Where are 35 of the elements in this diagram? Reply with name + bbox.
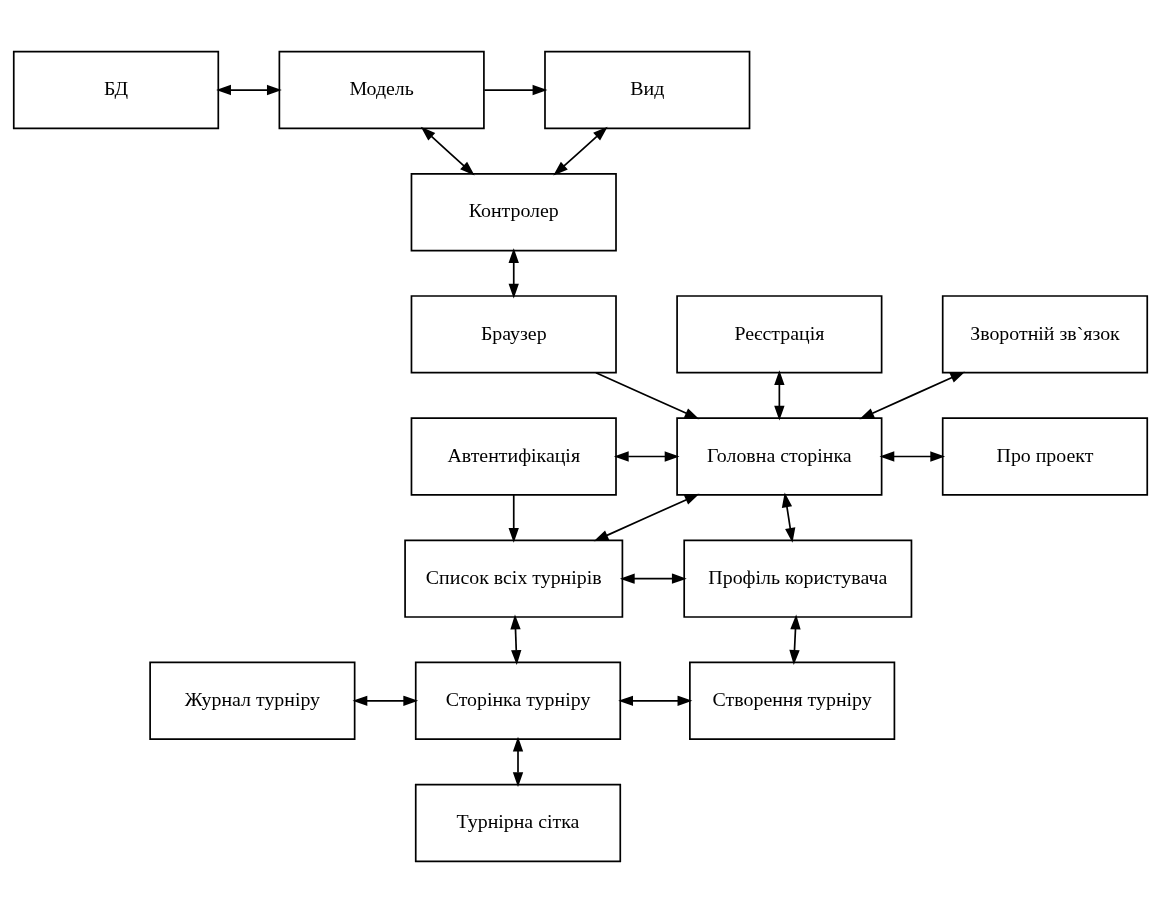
node-box: Профіль користувача	[683, 539, 913, 618]
arrow	[613, 451, 680, 462]
arrow	[483, 84, 548, 96]
node-box: Турнірна сітка	[414, 783, 622, 863]
arrow	[859, 371, 966, 420]
arrow	[216, 84, 282, 96]
arrow	[619, 573, 687, 584]
arrow	[781, 492, 796, 543]
node-box: Автентифікація	[410, 417, 617, 496]
arrow	[618, 695, 693, 706]
node-box: Список всіх турнірів	[404, 539, 624, 618]
arrow	[352, 695, 419, 706]
arrow	[553, 126, 608, 176]
node-box: Модель	[278, 50, 485, 130]
arrow	[879, 451, 946, 462]
arrow	[420, 126, 475, 176]
arrow	[595, 371, 700, 420]
node-box: Сторінка турніру	[414, 661, 622, 740]
node-box: БД	[12, 50, 220, 130]
arrow	[508, 494, 519, 543]
node-box: Браузер	[410, 295, 617, 374]
node-box: Реєстрація	[676, 295, 883, 374]
node-box: Контролер	[410, 173, 617, 252]
arrow	[789, 614, 801, 665]
node-box: Головна сторінка	[676, 417, 883, 496]
arrow	[512, 736, 524, 788]
node-box: Про проект	[941, 417, 1149, 496]
node-box: Створення турніру	[689, 661, 896, 740]
node-box: Журнал турніру	[149, 661, 356, 740]
arrow	[774, 370, 785, 421]
arrow	[510, 614, 522, 665]
arrow	[593, 493, 700, 542]
arrow	[508, 248, 519, 299]
node-box: Вид	[544, 50, 751, 130]
node-box: Зворотній зв`язок	[941, 295, 1149, 374]
